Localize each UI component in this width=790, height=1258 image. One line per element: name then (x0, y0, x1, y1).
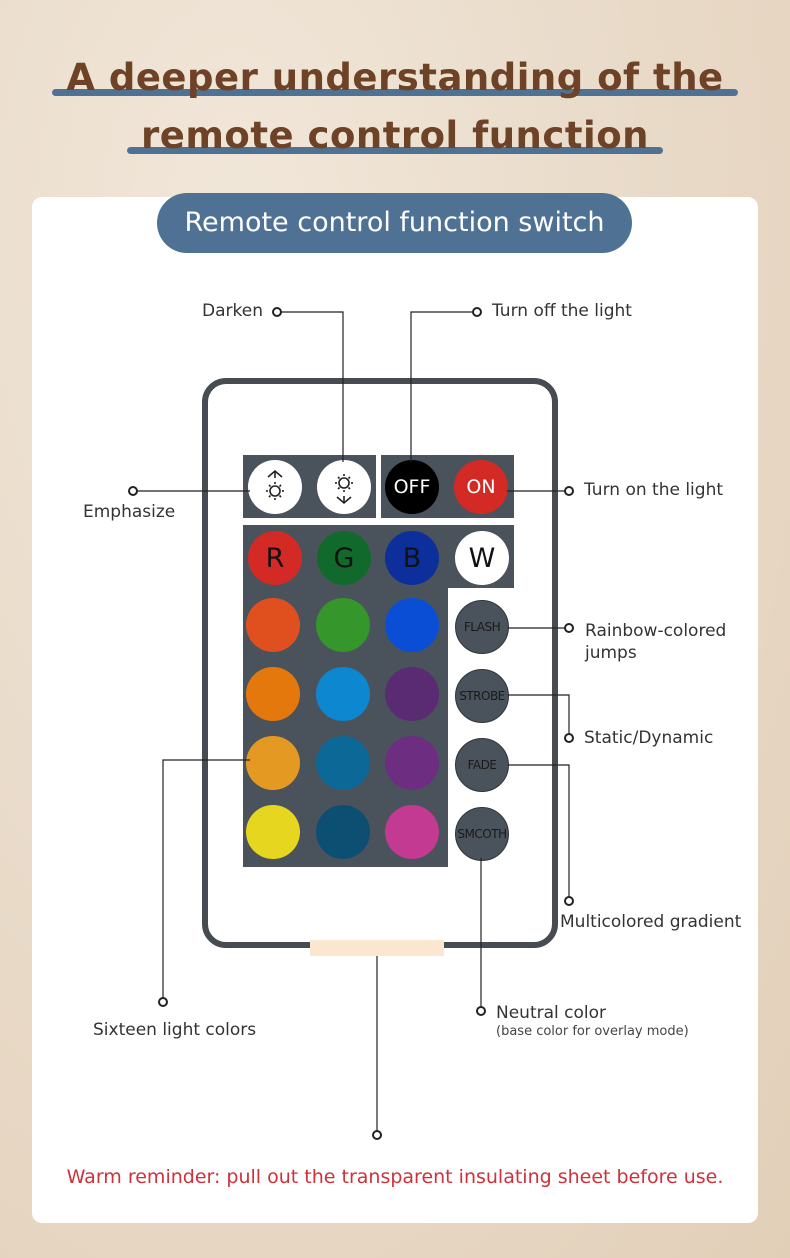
brightness-up-icon (266, 469, 284, 500)
label-darken: Darken (202, 301, 263, 321)
strobe-button[interactable]: STROBE (455, 669, 509, 723)
color-button-11[interactable] (316, 805, 370, 859)
label-rainbow-line2: jumps (585, 643, 637, 663)
off-button[interactable]: OFF (385, 460, 439, 514)
on-button[interactable]: ON (454, 460, 508, 514)
color-button-12[interactable] (385, 805, 439, 859)
green-button[interactable]: G (317, 531, 371, 585)
color-button-3[interactable] (385, 598, 439, 652)
emphasize-button[interactable] (248, 460, 302, 514)
color-button-10[interactable] (246, 805, 300, 859)
flash-button[interactable]: FLASH (455, 600, 509, 654)
label-neutral: Neutral color (496, 1003, 607, 1023)
smooth-button[interactable]: SMCOTH (455, 807, 509, 861)
brightness-down-icon (335, 474, 353, 505)
label-rainbow-line1: Rainbow-colored (585, 621, 727, 641)
label-turn-off: Turn off the light (492, 301, 632, 321)
color-button-6[interactable] (385, 667, 439, 721)
color-button-1[interactable] (246, 598, 300, 652)
label-static-dynamic: Static/Dynamic (584, 728, 714, 748)
color-button-8[interactable] (316, 736, 370, 790)
darken-button[interactable] (317, 460, 371, 514)
title-line-1: A deeper understanding of the (52, 50, 738, 106)
section-header: Remote control function switch (157, 193, 632, 253)
label-emphasize: Emphasize (83, 502, 176, 522)
color-button-7[interactable] (246, 736, 300, 790)
insulating-sheet (310, 940, 444, 956)
title-line-2: remote control function (127, 108, 663, 164)
color-button-2[interactable] (316, 598, 370, 652)
color-button-5[interactable] (316, 667, 370, 721)
label-rainbow: Rainbow-colored jumps (585, 620, 726, 664)
label-multicolored: Multicolored gradient (560, 912, 742, 932)
label-sixteen: Sixteen light colors (93, 1020, 257, 1040)
color-button-4[interactable] (246, 667, 300, 721)
warm-reminder: Warm reminder: pull out the transparent … (66, 1166, 724, 1188)
red-button[interactable]: R (248, 531, 302, 585)
white-button[interactable]: W (455, 531, 509, 585)
label-turn-on: Turn on the light (584, 480, 724, 500)
color-button-9[interactable] (385, 736, 439, 790)
page-title: A deeper understanding of the remote con… (0, 50, 790, 164)
label-neutral-sub: (base color for overlay mode) (496, 1024, 689, 1039)
blue-button[interactable]: B (385, 531, 439, 585)
